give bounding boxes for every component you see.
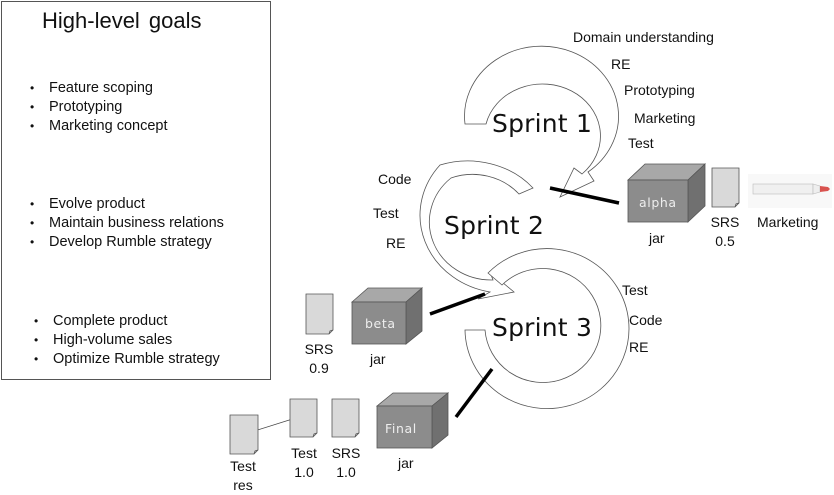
doc-caption-line: 0.5 — [715, 233, 735, 249]
goal-list-sprint-3: Complete product High-volume sales Optim… — [34, 312, 220, 369]
sprint-3-cycle-arrow — [464, 248, 630, 409]
goals-title: High-level goals — [42, 8, 202, 33]
goal-list-sprint-1: Feature scoping Prototyping Marketing co… — [30, 79, 167, 136]
goal-item: Marketing concept — [30, 117, 167, 136]
doc-caption-line: Test — [230, 458, 256, 474]
sprint-1-activity: RE — [611, 56, 631, 72]
final-jar-caption: jar — [398, 455, 414, 471]
sprint-2-activity: RE — [386, 235, 406, 251]
srs-0-9-document-icon — [305, 293, 334, 335]
goal-item: Evolve product — [30, 195, 224, 214]
test-1-0-document-icon — [289, 398, 318, 438]
sprint-2-label: Sprint 2 — [444, 211, 545, 240]
doc-caption-line: SRS — [331, 445, 361, 461]
connector-beta-to-sprint-2 — [429, 292, 486, 316]
beta-jar-box — [350, 287, 424, 345]
marketing-caption: Marketing — [757, 214, 819, 230]
sprint-3-activity: RE — [629, 339, 649, 355]
srs-0-5-document-icon — [711, 167, 740, 208]
sprint-2-activity: Code — [378, 171, 412, 187]
sprint-1-cycle-arrow — [464, 45, 619, 198]
sprint-1-activity: Domain understanding — [573, 29, 714, 45]
sprint-3-activity: Code — [629, 312, 663, 328]
marketing-image — [748, 174, 832, 208]
goal-item: Complete product — [34, 312, 220, 331]
test-res-document-icon — [229, 414, 259, 455]
goal-item: Develop Rumble strategy — [30, 233, 224, 252]
goal-item: Maintain business relations — [30, 214, 224, 233]
sprint-1-activity: Test — [628, 135, 654, 151]
srs-0-9-caption: SRS 0.9 — [299, 340, 339, 378]
connector-final-to-sprint-3 — [454, 367, 494, 419]
alpha-jar-caption: jar — [649, 230, 665, 246]
goal-list-sprint-2: Evolve product Maintain business relatio… — [30, 195, 224, 252]
srs-1-0-caption: SRS 1.0 — [326, 444, 366, 482]
goal-item: Prototyping — [30, 98, 167, 117]
doc-caption-line: 0.9 — [309, 360, 329, 376]
final-jar-box — [375, 392, 450, 449]
goals-panel: High-level goals Feature scoping Prototy… — [1, 1, 271, 380]
sprint-2-activity: Test — [373, 205, 399, 221]
sprint-2-cycle-arrow — [419, 160, 534, 300]
beta-jar-label: beta — [365, 316, 396, 331]
sprint-1-label: Sprint 1 — [492, 109, 593, 138]
doc-caption-line: SRS — [304, 341, 334, 357]
goal-item: High-volume sales — [34, 331, 220, 350]
final-jar-label: Final — [385, 421, 417, 436]
srs-0-5-caption: SRS 0.5 — [705, 213, 745, 251]
sprint-1-activity: Marketing — [634, 110, 696, 126]
test-1-0-caption: Test 1.0 — [284, 444, 324, 482]
alpha-jar-label: alpha — [639, 195, 677, 210]
goal-item: Feature scoping — [30, 79, 167, 98]
test-res-caption: Test res — [223, 457, 263, 495]
srs-1-0-document-icon — [331, 398, 360, 438]
doc-caption-line: 1.0 — [336, 464, 356, 480]
doc-caption-line: SRS — [710, 214, 740, 230]
sprint-1-activity: Prototyping — [624, 82, 695, 98]
sprint-3-activity: Test — [622, 282, 648, 298]
doc-caption-line: 1.0 — [294, 464, 314, 480]
doc-caption-line: res — [233, 477, 253, 493]
doc-caption-line: Test — [291, 445, 317, 461]
connector-alpha-to-sprint-1 — [549, 186, 620, 205]
goal-item: Optimize Rumble strategy — [34, 350, 220, 369]
beta-jar-caption: jar — [370, 351, 386, 367]
alpha-jar-box — [626, 163, 707, 223]
sprint-3-label: Sprint 3 — [492, 313, 593, 342]
